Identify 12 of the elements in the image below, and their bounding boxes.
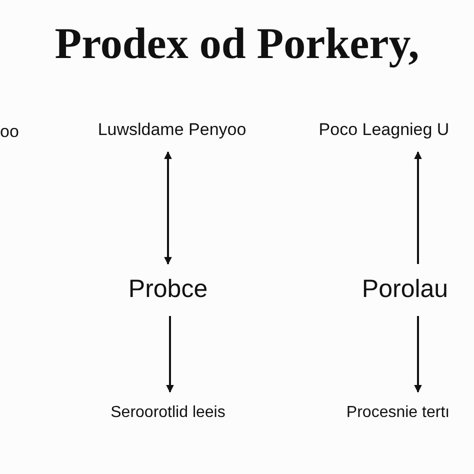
arrow bbox=[166, 316, 174, 393]
node-text: Poco Leagnieg U bbox=[318, 121, 450, 140]
node-text: Procesnie tertı bbox=[346, 404, 450, 422]
node-text: Probce bbox=[128, 276, 208, 304]
arrow bbox=[414, 316, 422, 393]
node-text: Porolau bbox=[362, 276, 448, 304]
title: Prodex od Porkery, bbox=[54, 18, 420, 69]
arrow bbox=[414, 151, 422, 264]
node-text: Luwsldame Penyoo bbox=[98, 121, 246, 140]
node-text: Seroorotlid leeis bbox=[110, 404, 226, 422]
arrow bbox=[164, 151, 172, 265]
cut-off-text: oo bbox=[0, 122, 19, 142]
